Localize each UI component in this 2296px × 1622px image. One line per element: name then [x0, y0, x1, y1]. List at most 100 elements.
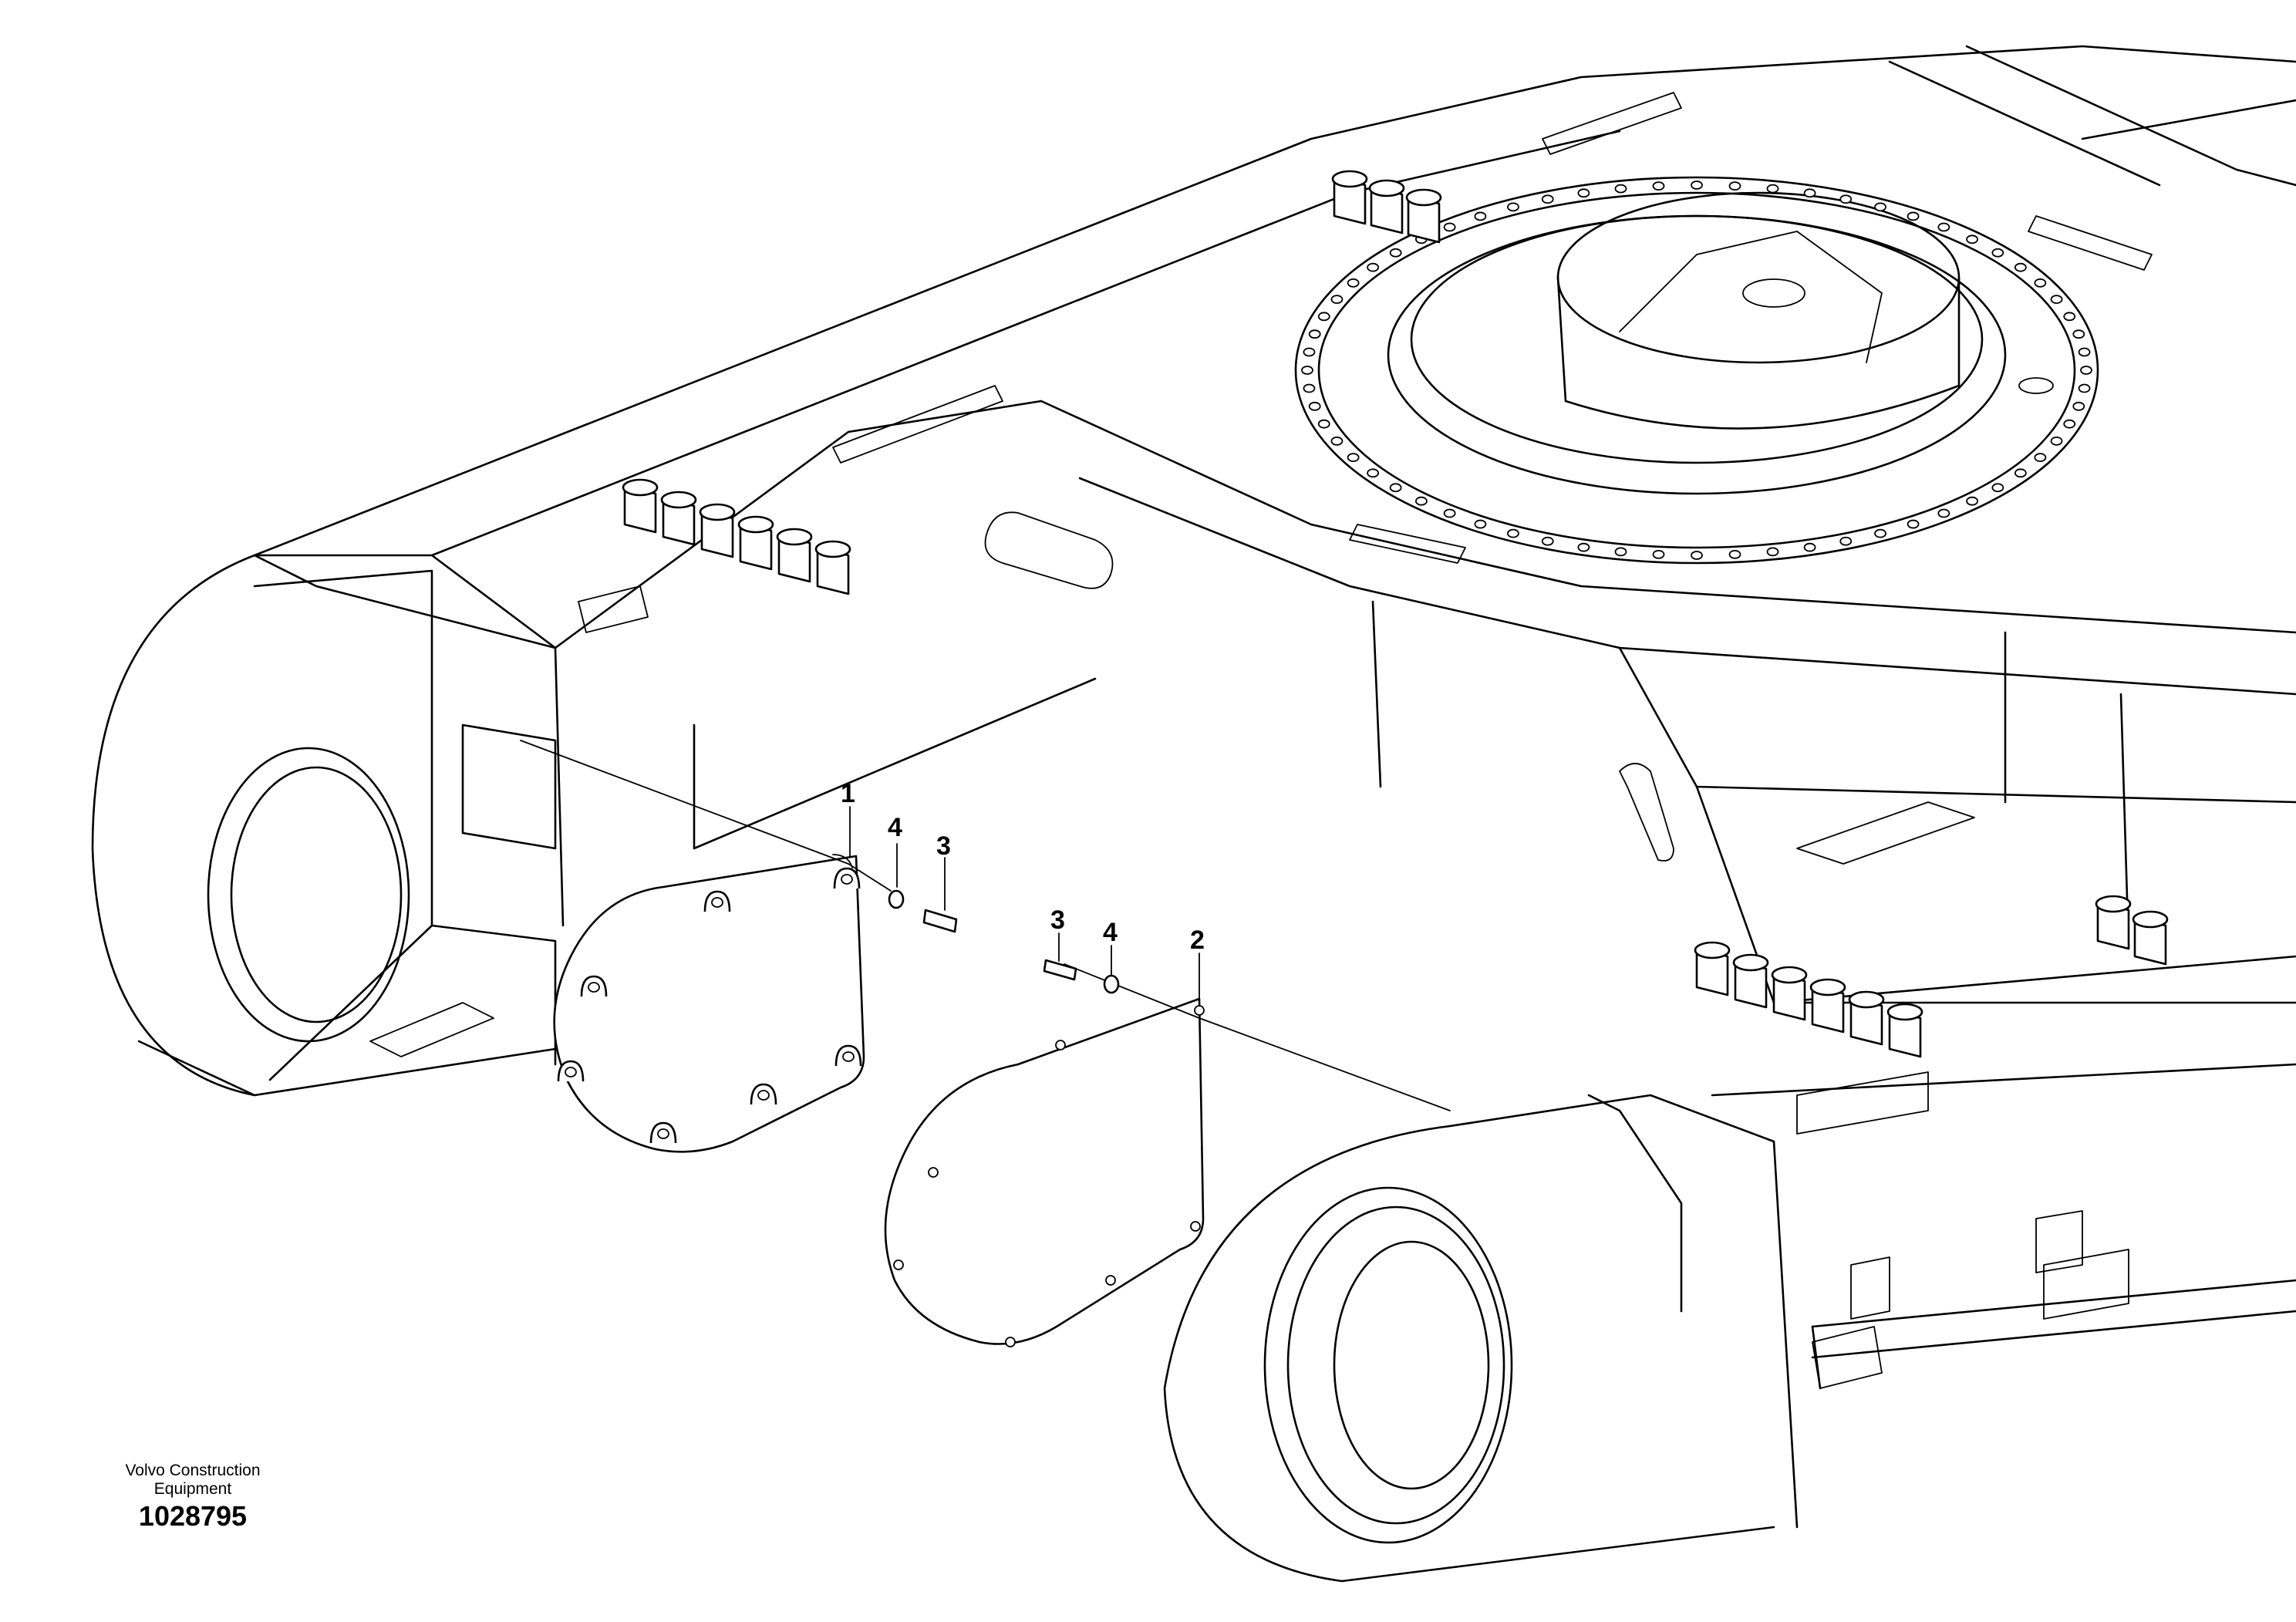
- callout-4-left: 4: [888, 813, 902, 842]
- ring-bolt-hole: [2050, 295, 2063, 305]
- hex-bolt-head: [776, 528, 813, 546]
- cover-hole: [928, 1167, 939, 1178]
- ring-bolt-hole: [1874, 528, 1886, 538]
- hex-bolt-head: [1886, 1003, 1923, 1021]
- ring-bolt-hole: [2014, 262, 2027, 272]
- ring-bolt-hole: [2063, 419, 2076, 429]
- hex-bolt-head: [2132, 910, 2169, 929]
- ring-bolt-hole: [1317, 419, 1330, 429]
- ring-bolt-hole: [1937, 222, 1950, 232]
- cover-1-tabs: [557, 867, 862, 1144]
- ring-bolt-hole: [2063, 312, 2076, 322]
- ring-bolt-hole: [2078, 347, 2091, 357]
- ring-bolt-hole: [1766, 547, 1779, 557]
- ring-bolt-hole: [1308, 329, 1321, 339]
- ring-bolt-hole: [1691, 551, 1703, 560]
- fastener-set-left: [888, 889, 958, 933]
- bolt-rows: [622, 170, 2169, 1058]
- callout-labels: 1 4 3 3 4 2: [841, 779, 1205, 955]
- ring-bolt-hole: [1966, 496, 1978, 506]
- ring-bolt-hole: [1443, 508, 1456, 518]
- cover-hole: [1005, 1337, 1016, 1347]
- right-track-frame: [1163, 1071, 2129, 1583]
- cover-tab-hole: [588, 982, 600, 993]
- ring-bolt-hole: [1541, 194, 1554, 204]
- ring-bolt-hole: [1367, 262, 1380, 272]
- left-track-frame: [91, 554, 649, 1097]
- ring-bolt-hole: [1966, 234, 1978, 244]
- hex-bolt-head: [1848, 990, 1885, 1009]
- cover-plate-1: [553, 854, 865, 1153]
- cover-plate-2: [884, 997, 1205, 1345]
- ring-bolt-hole: [1839, 194, 1853, 204]
- ring-bolt-hole: [1347, 453, 1360, 463]
- ring-bolt-hole: [1303, 347, 1316, 357]
- ring-bolt-hole: [1541, 536, 1554, 546]
- ring-bolt-hole: [1766, 184, 1779, 194]
- ring-bolt-hole: [1443, 222, 1456, 232]
- hex-bolt-head: [622, 478, 659, 497]
- ring-bolt-hole: [1991, 248, 2004, 258]
- ring-bolt-hole: [1614, 547, 1627, 557]
- ring-bolt-hole: [1301, 366, 1313, 375]
- callout-1: 1: [841, 779, 855, 808]
- ring-bolt-hole: [2078, 383, 2091, 393]
- ring-bolt-hole: [1330, 295, 1344, 305]
- ring-bolt-hole: [2080, 366, 2092, 375]
- hex-bolt-head: [1405, 188, 1442, 207]
- cover-hole: [1194, 1005, 1205, 1016]
- ring-bolt-hole: [1907, 519, 1920, 529]
- ring-bolt-hole: [1474, 211, 1487, 221]
- ring-bolt-hole: [1728, 549, 1741, 559]
- hex-bolt-head: [1694, 941, 1731, 959]
- ring-bolt-hole: [1937, 508, 1950, 518]
- ring-bolt-hole: [1577, 542, 1590, 552]
- callout-2: 2: [1190, 926, 1205, 955]
- cover-2-holes: [893, 1005, 1205, 1347]
- hex-bolt-head: [660, 491, 697, 509]
- ring-bolt-hole: [2034, 453, 2047, 463]
- ring-bolt-hole: [1991, 483, 2004, 493]
- ring-bolt-hole: [2050, 436, 2063, 446]
- ring-bolt-hole: [1507, 202, 1519, 212]
- ring-bolt-hole: [2034, 278, 2047, 288]
- hex-bolt-head: [2095, 895, 2132, 913]
- hex-bolt-head: [1771, 966, 1808, 984]
- ring-bolt-hole: [2072, 329, 2085, 339]
- ring-bolt-hole: [1803, 542, 1816, 552]
- ring-bolt-hole: [1389, 483, 1402, 493]
- brand-line-1: Volvo Construction: [125, 1462, 261, 1479]
- ring-bolt-holes: [1301, 180, 2092, 560]
- cover-hole: [1105, 1275, 1116, 1286]
- ring-bolt-hole: [1614, 184, 1627, 194]
- ring-bolt-hole: [1803, 188, 1816, 198]
- cover-tab-hole: [757, 1090, 770, 1101]
- ring-bolt-hole: [1652, 549, 1665, 559]
- ring-bolt-hole: [1347, 278, 1360, 288]
- drawing-number: 1028795: [138, 1500, 248, 1532]
- cover-hole: [893, 1259, 904, 1270]
- hex-bolt-head: [814, 540, 851, 558]
- hex-bolt-head: [1732, 953, 1769, 972]
- frame-body: [253, 45, 2296, 1359]
- ring-bolt-hole: [1317, 312, 1330, 322]
- cover-hole: [1055, 1040, 1066, 1050]
- ring-bolt-hole: [1330, 436, 1344, 446]
- ring-bolt-hole: [1652, 181, 1665, 191]
- ring-bolt-hole: [2014, 468, 2027, 478]
- fastener-set-right: [1043, 959, 1120, 994]
- ring-bolt-hole: [1415, 496, 1428, 506]
- ring-bolt-hole: [1308, 401, 1321, 411]
- swing-bearing: [1294, 176, 2099, 565]
- hex-bolt-head: [1809, 978, 1846, 996]
- ring-bolt-hole: [1907, 211, 1920, 221]
- cover-tab-hole: [841, 874, 853, 885]
- callout-3-left: 3: [936, 831, 951, 861]
- ring-bolt-hole: [1507, 528, 1519, 538]
- ring-bolt-hole: [1367, 468, 1380, 478]
- hex-bolt-head: [699, 503, 736, 521]
- cover-tab-hole: [657, 1128, 669, 1139]
- cover-hole: [1190, 1221, 1201, 1232]
- hex-bolt-head: [737, 515, 774, 534]
